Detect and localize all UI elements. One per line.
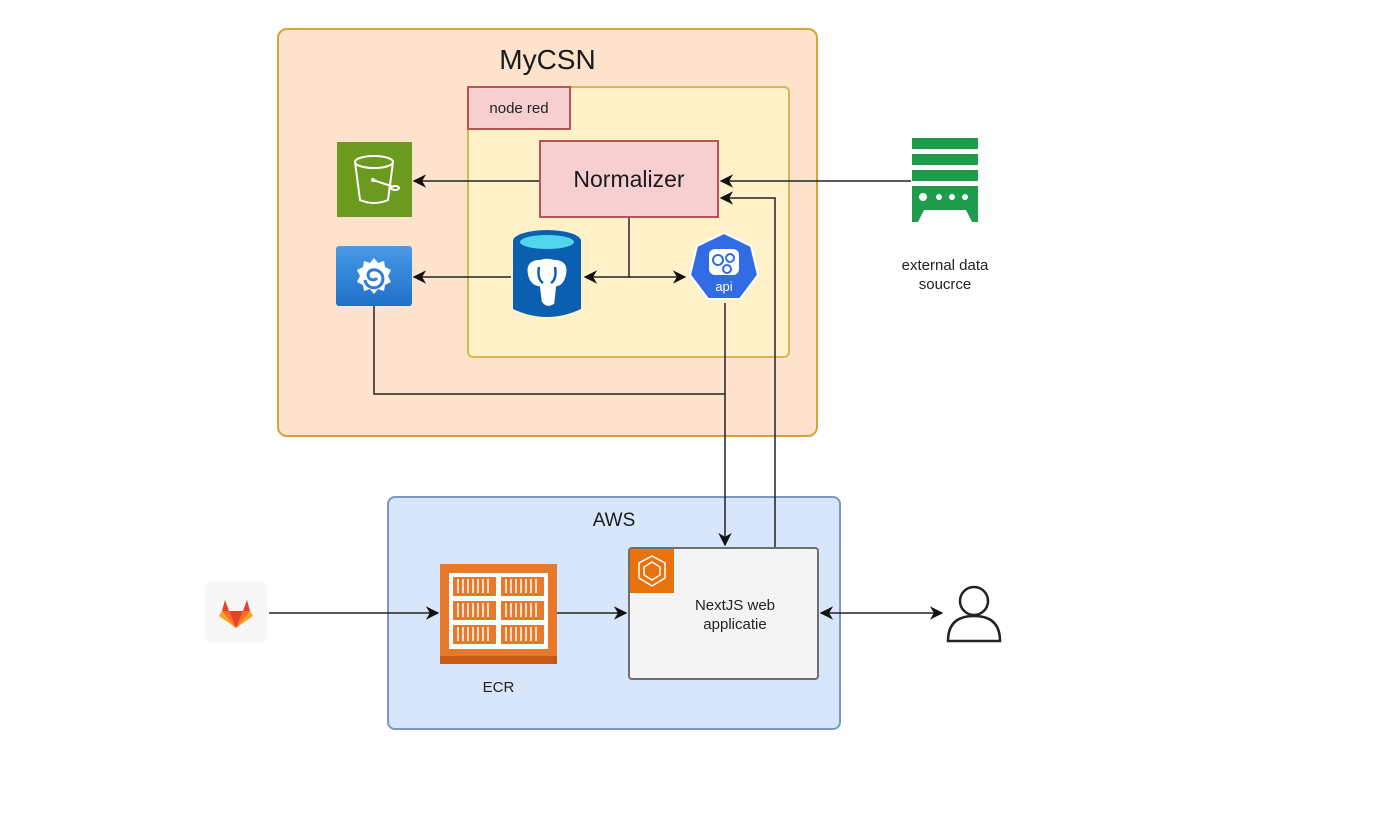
user-icon[interactable] (945, 583, 1003, 645)
postgresql-database-icon[interactable] (511, 229, 583, 322)
normalizer-label: Normalizer (573, 165, 685, 192)
ecr-icon[interactable] (440, 564, 557, 664)
external-source-label-line1: external data (901, 257, 989, 274)
node-red-label: node red (467, 86, 571, 130)
gitlab-icon[interactable] (205, 581, 267, 643)
ecs-icon (630, 549, 674, 593)
nextjs-label-line1: NextJS web (694, 597, 776, 614)
normalizer-node[interactable]: Normalizer (539, 140, 719, 218)
external-source-label-line2: soucrce (918, 276, 972, 293)
s3-bucket-icon[interactable] (337, 142, 412, 217)
external-source-label: external data soucrce (870, 256, 1020, 294)
ecr-label: ECR (482, 679, 515, 696)
server-icon[interactable] (911, 138, 979, 224)
grafana-icon[interactable] (336, 246, 412, 306)
nextjs-label-line2: applicatie (703, 616, 767, 633)
api-label: api (715, 279, 732, 294)
mycsn-group-title: MyCSN (499, 44, 596, 75)
nextjs-label: NextJS web applicatie (660, 596, 810, 634)
kubernetes-api-icon[interactable]: api (687, 231, 761, 303)
aws-group-title: AWS (592, 510, 636, 531)
